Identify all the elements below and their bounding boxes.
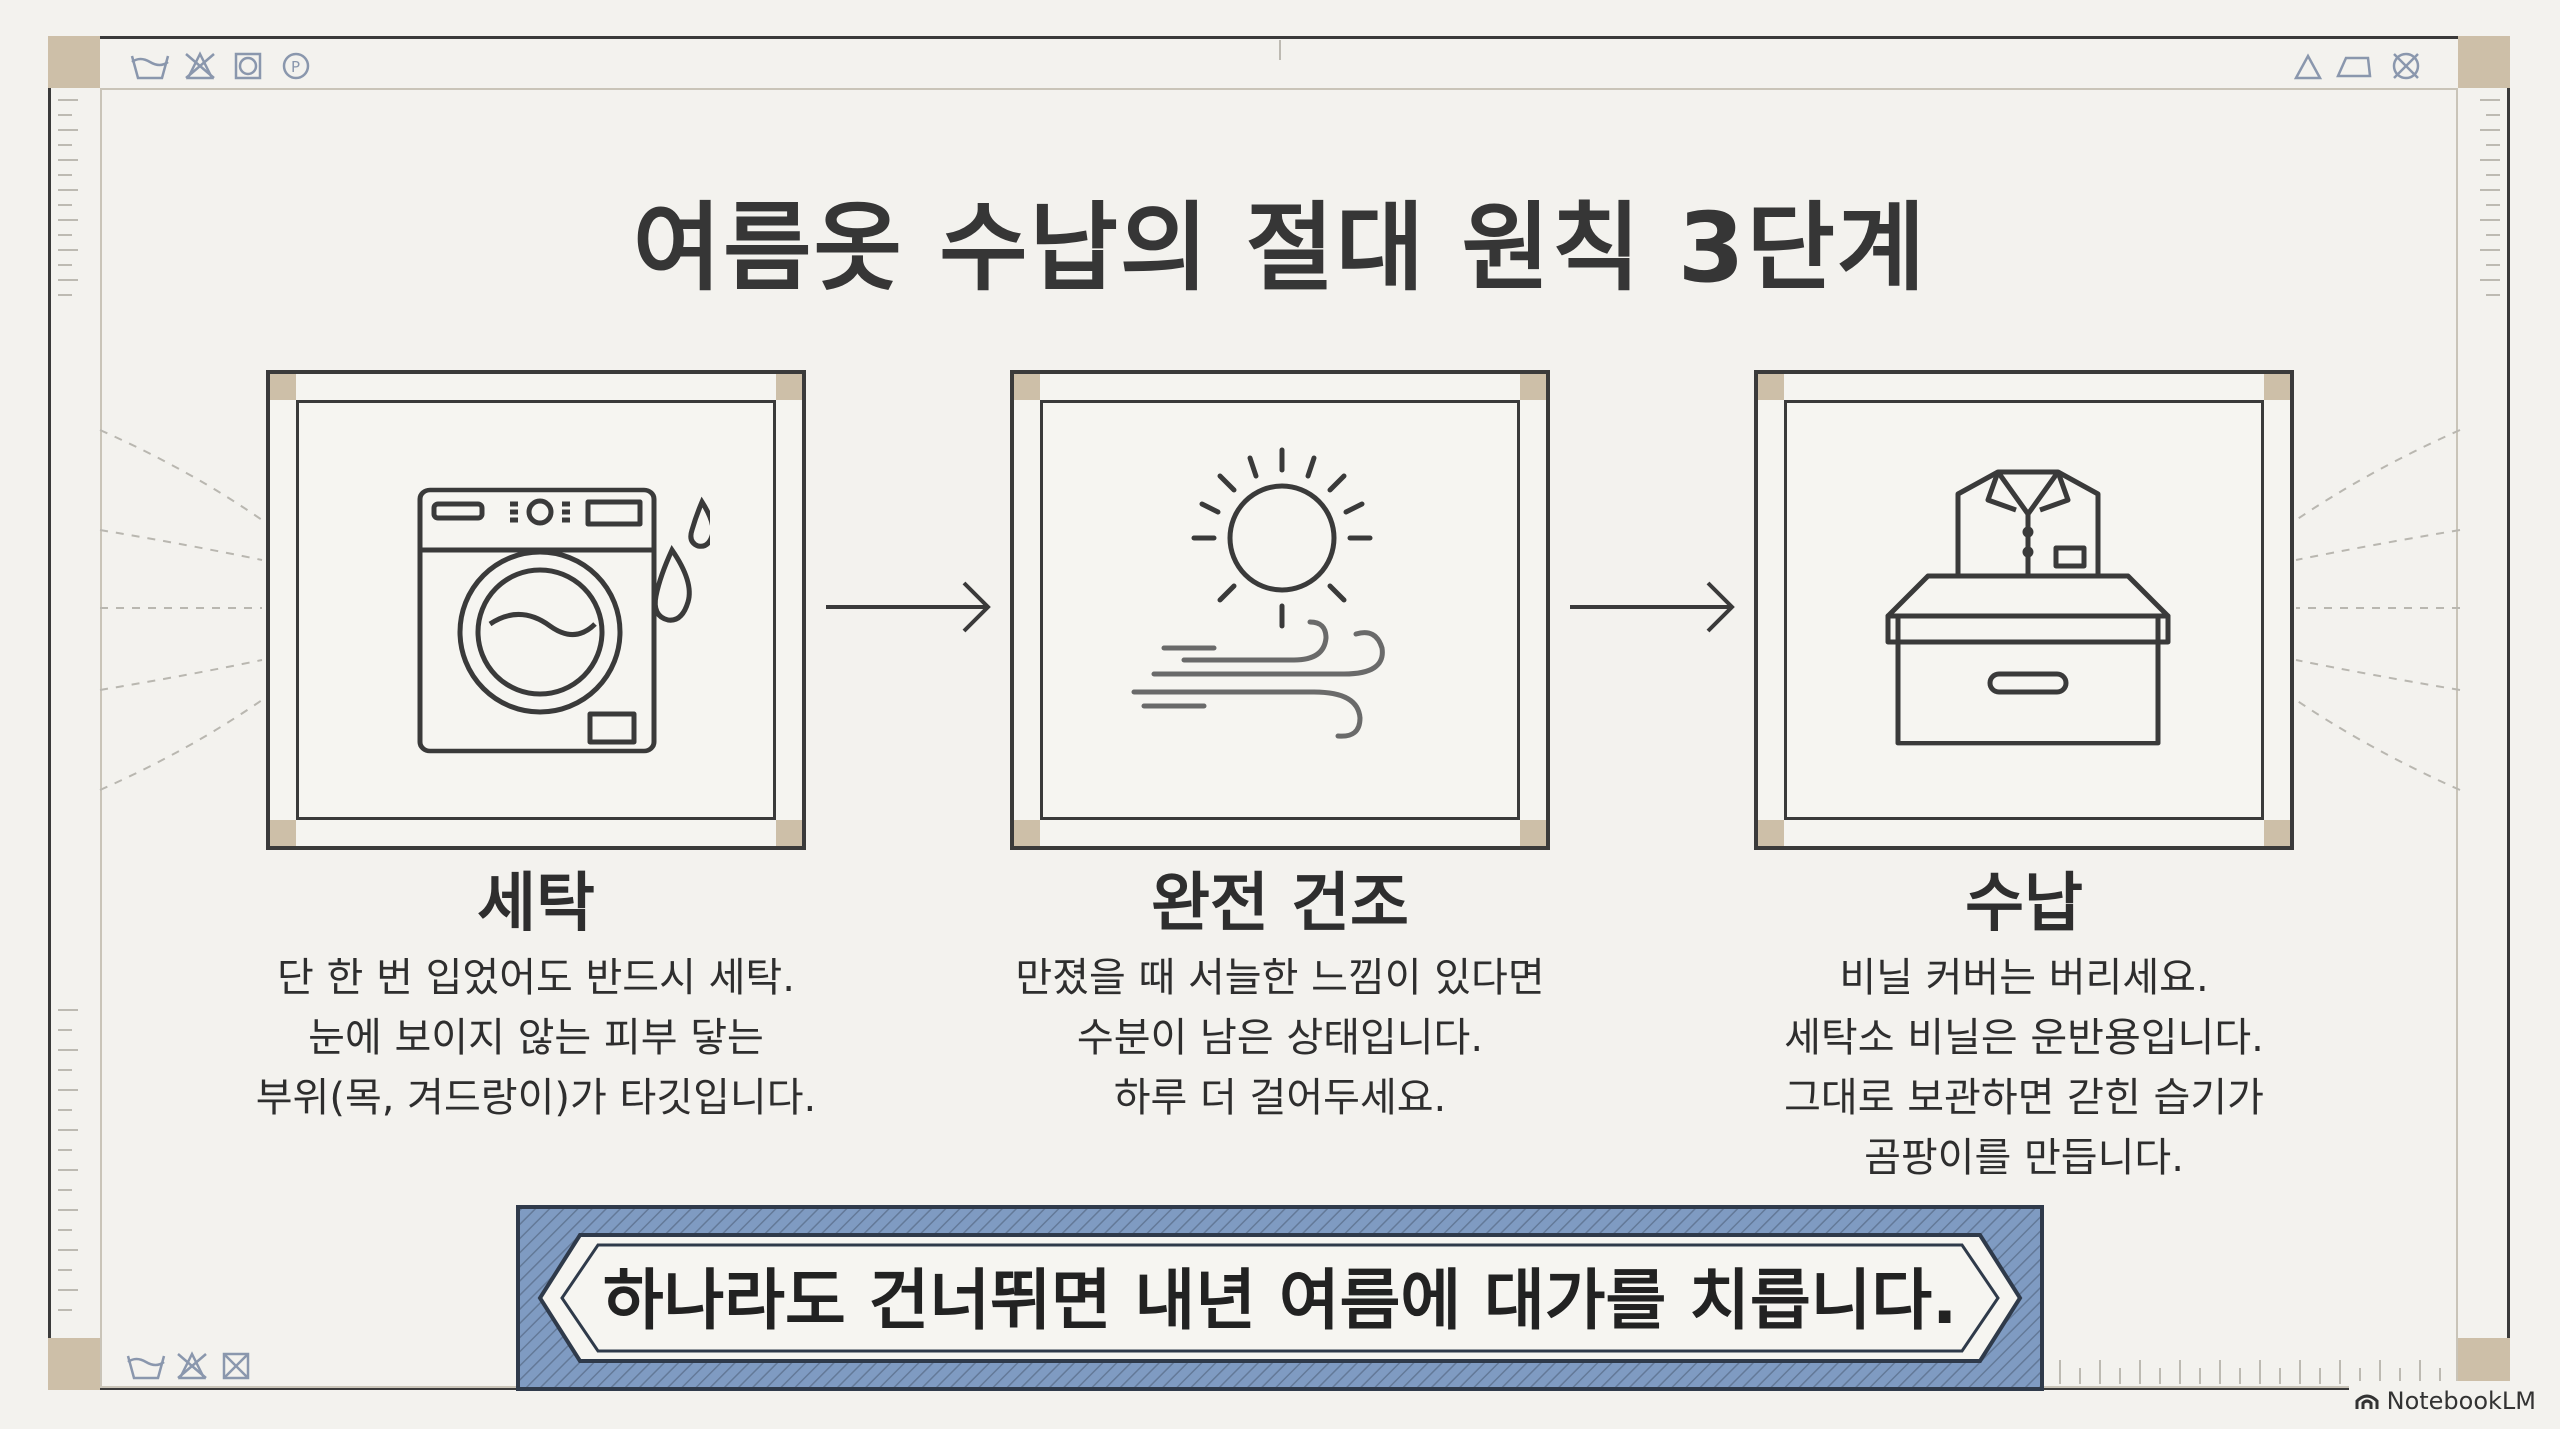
desc-line: 비닐 커버는 버리세요. xyxy=(1839,955,2209,1001)
desc-line: 하루 더 걸어두세요. xyxy=(1113,1075,1447,1121)
step-desc-dry: 만졌을 때 서늘한 느낌이 있다면 수분이 남은 상태입니다. 하루 더 걸어두… xyxy=(950,948,1610,1128)
iron-icon xyxy=(2336,56,2372,78)
step-title-dry: 완전 건조 xyxy=(1151,867,1409,941)
frame-corner-bl xyxy=(48,1338,100,1390)
step-title-store: 수납 xyxy=(1965,867,2083,941)
arrow-right-icon xyxy=(826,581,991,633)
no-bleach-icon xyxy=(185,51,215,80)
desc-line: 부위(목, 겨드랑이)가 타깃입니다. xyxy=(255,1075,817,1121)
laundry-symbols-top-left: P xyxy=(130,51,310,80)
frame-corner-tl xyxy=(48,36,100,88)
desc-line: 세탁소 비닐은 운반용입니다. xyxy=(1784,1015,2264,1061)
step-card-wash xyxy=(266,370,806,850)
laundry-symbols-bottom-left xyxy=(126,1351,250,1380)
step-title-wash: 세탁 xyxy=(477,867,595,941)
sun-wind-icon xyxy=(1131,447,1385,739)
notebooklm-watermark: NotebookLM xyxy=(2348,1381,2542,1421)
arrow-right-icon xyxy=(1570,581,1735,633)
step-card-dry xyxy=(1010,370,1550,850)
laundry-symbols-top-right xyxy=(2293,52,2420,80)
banner-text: 하나라도 건너뛰면 내년 여름에 대가를 치릅니다. xyxy=(602,1262,1958,1339)
frame-corner-tr xyxy=(2458,36,2510,88)
page-title: 여름옷 수납의 절대 원칙 3단계 xyxy=(632,192,1928,304)
tumble-dry-icon xyxy=(234,52,262,80)
watermark-label: NotebookLM xyxy=(2386,1387,2536,1415)
desc-line: 수분이 남은 상태입니다. xyxy=(1076,1015,1484,1061)
warning-banner xyxy=(516,1205,2044,1391)
dry-clean-icon xyxy=(282,52,310,80)
desc-line: 곰팡이를 만듭니다. xyxy=(1864,1135,2184,1181)
bleach-icon xyxy=(2293,53,2323,80)
step-desc-wash: 단 한 번 입었어도 반드시 세탁. 눈에 보이지 않는 피부 닿는 부위(목,… xyxy=(206,948,866,1128)
desc-line: 만졌을 때 서늘한 느낌이 있다면 xyxy=(1015,955,1545,1001)
desc-line: 그대로 보관하면 갇힌 습기가 xyxy=(1784,1075,2264,1121)
notebooklm-logo-icon xyxy=(2355,1394,2379,1409)
washing-machine-icon xyxy=(417,487,710,754)
desc-line: 눈에 보이지 않는 피부 닿는 xyxy=(308,1015,764,1061)
shirt-box-icon xyxy=(1885,469,2171,746)
no-dry-clean-icon xyxy=(2392,52,2420,80)
step-desc-store: 비닐 커버는 버리세요. 세탁소 비닐은 운반용입니다. 그대로 보관하면 갇힌… xyxy=(1694,948,2354,1188)
desc-line: 단 한 번 입었어도 반드시 세탁. xyxy=(277,955,795,1001)
wash-tub-icon xyxy=(130,55,170,80)
svg-text:P: P xyxy=(291,58,300,76)
step-card-store xyxy=(1754,370,2294,850)
